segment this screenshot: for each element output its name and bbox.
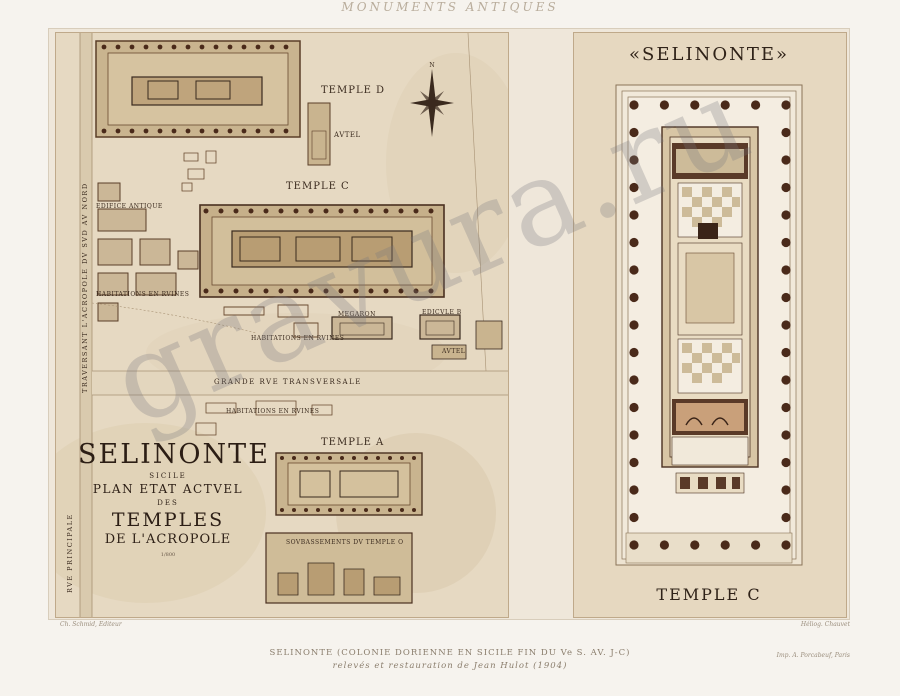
column — [629, 430, 639, 440]
label-habitations-3: HABITATIONS EN RVINES — [226, 408, 320, 415]
column — [751, 540, 761, 550]
column — [751, 100, 761, 110]
temple-c-plan — [199, 204, 445, 298]
column — [629, 402, 639, 413]
column — [781, 320, 791, 330]
title-plan-etat: PLAN ETAT ACTVEL — [92, 482, 244, 496]
temple-c-restoration-drawing — [574, 33, 846, 617]
column — [690, 100, 700, 110]
title-selinonte: SELINONTE — [78, 439, 270, 470]
title-scale: 1/800 — [160, 552, 176, 558]
column — [629, 265, 639, 275]
restoration-subtitle: TEMPLE C — [656, 585, 762, 604]
column — [629, 100, 639, 110]
column — [781, 430, 791, 440]
column — [781, 485, 791, 495]
label-megaron: MEGARON — [338, 311, 376, 318]
label-temple-c: TEMPLE C — [286, 181, 350, 192]
label-temple-d: TEMPLE D — [321, 85, 386, 96]
plan-title-block: SELINONTE SICILE PLAN ETAT ACTVEL DES TE… — [78, 439, 270, 559]
label-rue-principale: RVE PRINCIPALE — [66, 513, 74, 593]
label-temple-a: TEMPLE A — [321, 437, 385, 448]
column — [781, 100, 791, 110]
compass-rose: N — [410, 62, 454, 137]
title-temples: TEMPLES — [111, 509, 225, 531]
column — [781, 265, 791, 275]
label-autel-mid: AVTEL — [442, 348, 466, 355]
column — [690, 540, 700, 550]
footer-printer: Imp. A. Porcabeuf, Paris — [776, 652, 850, 659]
column — [781, 237, 791, 248]
title-acropole: DE L'ACROPOLE — [104, 532, 232, 547]
column — [629, 292, 639, 303]
temple-d-plan — [95, 40, 301, 138]
column — [629, 127, 639, 138]
site-plan-drawing: N — [56, 33, 508, 617]
column — [629, 485, 639, 495]
column — [629, 347, 639, 358]
label-soubassements: SOVBASSEMENTS DV TEMPLE O — [286, 539, 404, 546]
column — [629, 320, 639, 330]
column — [629, 540, 639, 550]
label-autel-top: AVTEL — [334, 131, 361, 139]
column — [629, 375, 639, 385]
column — [781, 540, 791, 550]
footer-editor: Ch. Schmid, Editeur — [60, 621, 122, 628]
label-edicule-b: EDICVLE B — [422, 309, 462, 316]
column — [629, 155, 639, 165]
label-habitations-2: HABITATIONS EN RVINES — [251, 335, 345, 342]
temple-o-plan — [265, 532, 413, 604]
footer-main-caption: SELINONTE (COLONIE DORIENNE EN SICILE FI… — [269, 648, 631, 658]
column — [629, 457, 639, 468]
column — [629, 182, 639, 193]
column — [629, 210, 639, 220]
column — [781, 375, 791, 385]
temple-c-restoration-panel — [573, 32, 847, 618]
column — [781, 457, 791, 468]
column — [659, 100, 669, 110]
svg-text:N: N — [429, 62, 434, 69]
label-habitations-1: HABITATIONS EN RVINES — [96, 291, 190, 298]
label-traversant: TRAVERSANT L'ACROPOLE DV SVD AV NORD — [81, 182, 89, 393]
peristyle-columns — [629, 100, 791, 550]
column — [781, 210, 791, 220]
title-des: DES — [157, 499, 179, 507]
column — [629, 237, 639, 248]
column — [720, 540, 730, 550]
title-sicile: SICILE — [149, 472, 187, 480]
column — [629, 512, 639, 523]
column — [781, 347, 791, 358]
page-header: MONUMENTS ANTIQUES — [341, 0, 559, 14]
label-edifice-antique: EDIFICE ANTIQUE — [96, 203, 163, 210]
column — [781, 127, 791, 138]
column — [781, 512, 791, 523]
footer-sub-caption: relevés et restauration de Jean Hulot (1… — [332, 661, 568, 671]
site-plan-panel: N — [55, 32, 509, 618]
column — [720, 100, 730, 110]
label-grande-rue: GRANDE RVE TRANSVERSALE — [214, 378, 362, 386]
column — [781, 292, 791, 303]
temple-a-plan — [275, 452, 423, 516]
restoration-title: «SELINONTE» — [629, 44, 789, 65]
footer-engraver: Héliog. Chauvet — [800, 621, 850, 628]
column — [781, 402, 791, 413]
column — [781, 155, 791, 165]
column — [659, 540, 669, 550]
column — [781, 182, 791, 193]
